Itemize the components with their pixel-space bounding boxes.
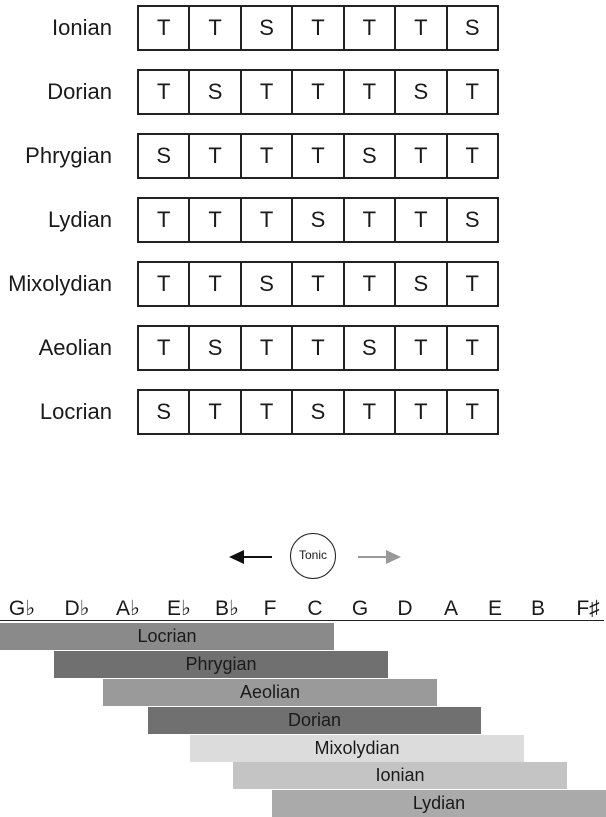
step-cell: T xyxy=(156,335,171,360)
note-label: D xyxy=(397,597,413,620)
mode-row-lydian: Lydian T T T S T T S xyxy=(0,197,606,243)
note-label: C xyxy=(307,597,323,620)
step-pattern: T S T T S T T xyxy=(137,325,499,371)
step-cell: S xyxy=(445,7,497,49)
mode-row-ionian: Ionian T T S T T T S xyxy=(0,5,606,51)
step-cell: S xyxy=(156,399,172,424)
step-pattern: S T T T S T T xyxy=(137,133,499,179)
step-cell: T xyxy=(342,71,394,113)
step-cell: T xyxy=(394,199,445,241)
note-label: F♯ xyxy=(576,597,600,620)
note-label: D♭ xyxy=(64,597,90,620)
note-label: G xyxy=(351,597,369,620)
step-cell: S xyxy=(188,327,239,369)
mode-row-phrygian: Phrygian S T T T S T T xyxy=(0,133,606,179)
note-label: E♭ xyxy=(167,597,191,620)
step-cell: T xyxy=(239,391,291,433)
mode-row-locrian: Locrian S T T S T T T xyxy=(0,389,606,435)
mode-row-dorian: Dorian T S T T T S T xyxy=(0,69,606,115)
step-cell: S xyxy=(156,143,172,168)
mode-name: Ionian xyxy=(52,15,112,40)
step-cell: T xyxy=(291,327,342,369)
step-cell: S xyxy=(394,263,445,305)
step-cell: T xyxy=(239,199,291,241)
step-cell: T xyxy=(445,71,497,113)
mode-name: Mixolydian xyxy=(8,271,112,296)
step-cell: T xyxy=(156,207,171,232)
note-label: E xyxy=(487,597,502,620)
step-cell: T xyxy=(239,135,291,177)
step-cell: T xyxy=(394,391,445,433)
step-cell: T xyxy=(342,7,394,49)
step-cell: S xyxy=(188,71,239,113)
note-label: B xyxy=(530,597,545,620)
step-cell: T xyxy=(394,135,445,177)
note-label: F xyxy=(263,597,277,620)
step-cell: S xyxy=(291,391,342,433)
step-cell: T xyxy=(188,263,239,305)
step-cell: S xyxy=(445,199,497,241)
step-cell: T xyxy=(291,7,342,49)
band-locrian: Locrian xyxy=(0,623,334,650)
step-cell: T xyxy=(291,135,342,177)
step-cell: T xyxy=(394,7,445,49)
step-pattern: T T S T T S T xyxy=(137,261,499,307)
step-cell: T xyxy=(156,79,171,104)
step-cell: T xyxy=(291,71,342,113)
step-cell: T xyxy=(239,71,291,113)
step-cell: T xyxy=(239,327,291,369)
step-cell: T xyxy=(445,391,497,433)
step-pattern: T T T S T T S xyxy=(137,197,499,243)
mode-row-mixolydian: Mixolydian T T S T T S T xyxy=(0,261,606,307)
step-cell: T xyxy=(188,391,239,433)
step-cell: T xyxy=(156,271,171,296)
step-pattern: T S T T T S T xyxy=(137,69,499,115)
step-cell: T xyxy=(445,135,497,177)
step-cell: T xyxy=(188,135,239,177)
step-cell: T xyxy=(156,15,171,40)
band-aeolian: Aeolian xyxy=(103,679,437,706)
step-cell: T xyxy=(188,7,239,49)
arrow-right-icon xyxy=(358,550,401,564)
step-cell: S xyxy=(239,263,291,305)
note-label: A♭ xyxy=(116,597,140,620)
step-cell: T xyxy=(188,199,239,241)
step-cell: T xyxy=(291,263,342,305)
step-cell: S xyxy=(394,71,445,113)
band-dorian: Dorian xyxy=(148,707,481,734)
band-mixolydian: Mixolydian xyxy=(190,735,524,762)
mode-name: Phrygian xyxy=(25,143,112,168)
mode-row-aeolian: Aeolian T S T T S T T xyxy=(0,325,606,371)
tonic-circle: Tonic xyxy=(290,533,336,579)
step-cell: T xyxy=(394,327,445,369)
step-cell: S xyxy=(291,199,342,241)
step-cell: T xyxy=(342,199,394,241)
mode-name: Lydian xyxy=(47,207,112,232)
note-label: B♭ xyxy=(215,597,239,620)
mode-name: Aeolian xyxy=(38,335,112,360)
band-lydian: Lydian xyxy=(272,790,606,817)
note-label: A xyxy=(443,597,458,620)
band-phrygian: Phrygian xyxy=(54,651,388,678)
arrow-left-icon xyxy=(229,550,272,564)
step-cell: S xyxy=(342,327,394,369)
step-cell: S xyxy=(342,135,394,177)
step-pattern: T T S T T T S xyxy=(137,5,499,51)
step-pattern: S T T S T T T xyxy=(137,389,499,435)
axis-line xyxy=(0,620,604,621)
mode-name: Locrian xyxy=(39,399,112,424)
step-cell: T xyxy=(445,263,497,305)
step-cell: T xyxy=(342,263,394,305)
mode-name: Dorian xyxy=(47,79,112,104)
note-label: G♭ xyxy=(8,597,36,620)
band-ionian: Ionian xyxy=(233,762,567,789)
step-cell: T xyxy=(342,391,394,433)
step-cell: S xyxy=(239,7,291,49)
step-cell: T xyxy=(445,327,497,369)
